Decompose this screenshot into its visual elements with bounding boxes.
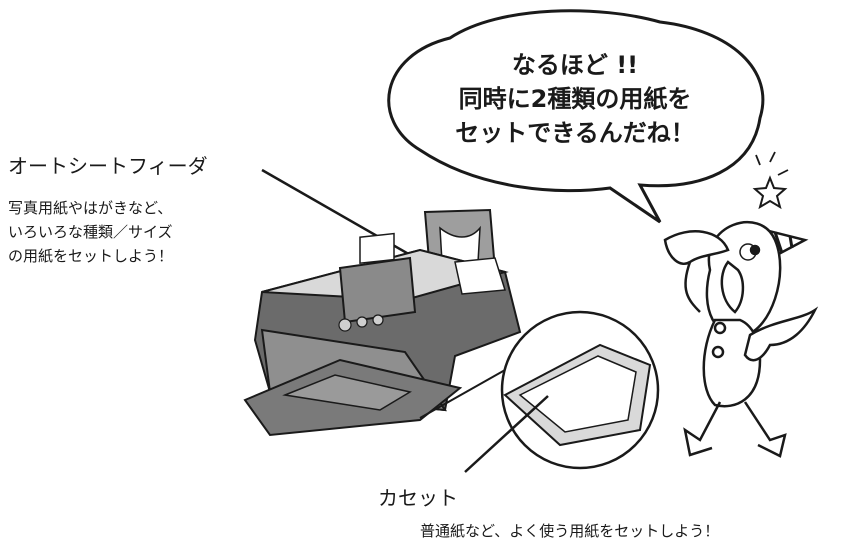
printer — [243, 208, 522, 437]
asf-title: オートシートフィーダ — [8, 154, 208, 178]
speech-line-3: セットできるんだね！ — [455, 119, 695, 147]
cassette-title: カセット — [378, 486, 458, 510]
speech-bubble-shape — [387, 9, 765, 224]
mascot-character — [663, 151, 819, 458]
asf-description: 写真用紙やはがきなど、 いろいろな種類／サイズ の用紙をセットしよう！ — [8, 196, 173, 268]
speech-bubble: なるほど !! 同時に2種類の用紙を セットできるんだね！ — [410, 48, 740, 150]
cassette-zoom — [419, 310, 660, 470]
star-icon — [752, 175, 788, 210]
speech-line-1: なるほど !! — [511, 51, 639, 79]
asf-desc-line-1: 写真用紙やはがきなど、 — [8, 199, 173, 217]
speech-line-2: 同時に2種類の用紙を — [458, 85, 692, 113]
asf-desc-line-2: いろいろな種類／サイズ — [8, 223, 173, 241]
cassette-leader-line — [464, 395, 549, 473]
asf-desc-line-3: の用紙をセットしよう！ — [8, 247, 174, 265]
cassette-description: 普通紙など、よく使う用紙をセットしよう！ — [420, 522, 720, 540]
